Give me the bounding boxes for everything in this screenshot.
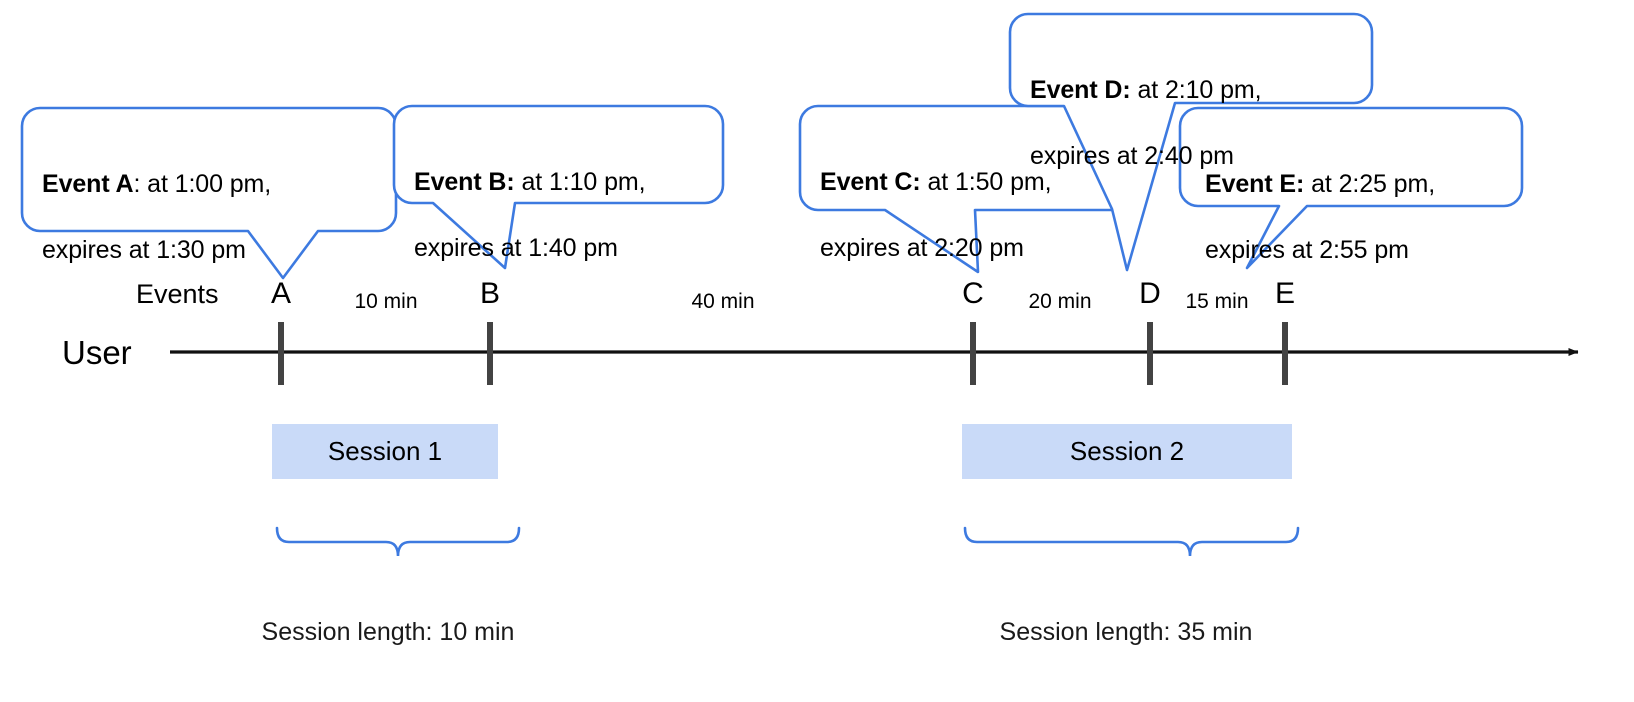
gap-label-c-d: 20 min [1028,290,1092,313]
session-box-2-label: Session 2 [1069,436,1185,466]
callout-text-e: Event E: at 2:25 pm, expires at 2:55 pm [1205,135,1525,267]
event-letter-a: A [270,277,291,310]
callout-bubble-a[interactable] [20,106,398,280]
callout-d-label: Event D [1030,76,1123,104]
callout-b-line2: expires at 1:40 pm [414,234,618,262]
callout-bubble-d[interactable] [1008,12,1374,272]
events-row-label: Events [136,279,219,309]
callout-text-d: Event D: at 2:10 pm, expires at 2:40 pm [1030,41,1360,173]
callout-bubble-e[interactable] [1178,106,1524,270]
brace-session-2 [963,526,1300,557]
event-letter-b: B [479,277,500,310]
session-length-1: Session length: 10 min [261,618,515,646]
callout-a-separator: : [133,170,141,198]
callout-b-separator: : [506,168,515,196]
gap-label-b-c: 40 min [691,290,755,313]
brace-session-1 [275,526,521,557]
event-letter-e: E [1274,277,1295,310]
axis-row-label-user: User [62,334,132,371]
session-box-1-label: Session 1 [327,436,443,466]
callout-d-line2: expires at 2:40 pm [1030,142,1234,170]
gap-label-a-b: 10 min [354,290,418,313]
callout-c-separator: : [912,168,921,196]
session-box-2[interactable]: Session 2 [962,424,1292,479]
callout-b-line1-rest: at 1:10 pm, [514,168,646,196]
callout-text-a: Event A: at 1:00 pm, expires at 1:30 pm [42,135,382,267]
event-letter-d: D [1139,277,1161,310]
callout-text-b: Event B: at 1:10 pm, expires at 1:40 pm [414,133,714,265]
callout-a-line1-rest: at 1:00 pm, [140,170,272,198]
callout-a-line2: expires at 1:30 pm [42,236,246,264]
session-box-1[interactable]: Session 1 [272,424,498,479]
callout-a-label: Event A [42,170,134,198]
callout-e-label: Event E [1205,170,1296,198]
callout-e-separator: : [1296,170,1305,198]
callout-e-line1-rest: at 2:25 pm, [1304,170,1436,198]
callout-bubble-b[interactable] [392,104,725,270]
session-length-2: Session length: 35 min [999,618,1253,646]
callout-text-c: Event C: at 1:50 pm, expires at 2:20 pm [820,133,1130,265]
callout-c-label: Event C [820,168,913,196]
callout-b-label: Event B [414,168,507,196]
callout-d-line1-rest: at 2:10 pm, [1130,76,1262,104]
callout-d-separator: : [1122,76,1131,104]
event-letter-c: C [962,277,984,310]
gap-label-d-e: 15 min [1185,290,1249,313]
callout-c-line2: expires at 2:20 pm [820,234,1024,262]
callout-e-line2: expires at 2:55 pm [1205,236,1409,264]
callout-c-line1-rest: at 1:50 pm, [920,168,1052,196]
